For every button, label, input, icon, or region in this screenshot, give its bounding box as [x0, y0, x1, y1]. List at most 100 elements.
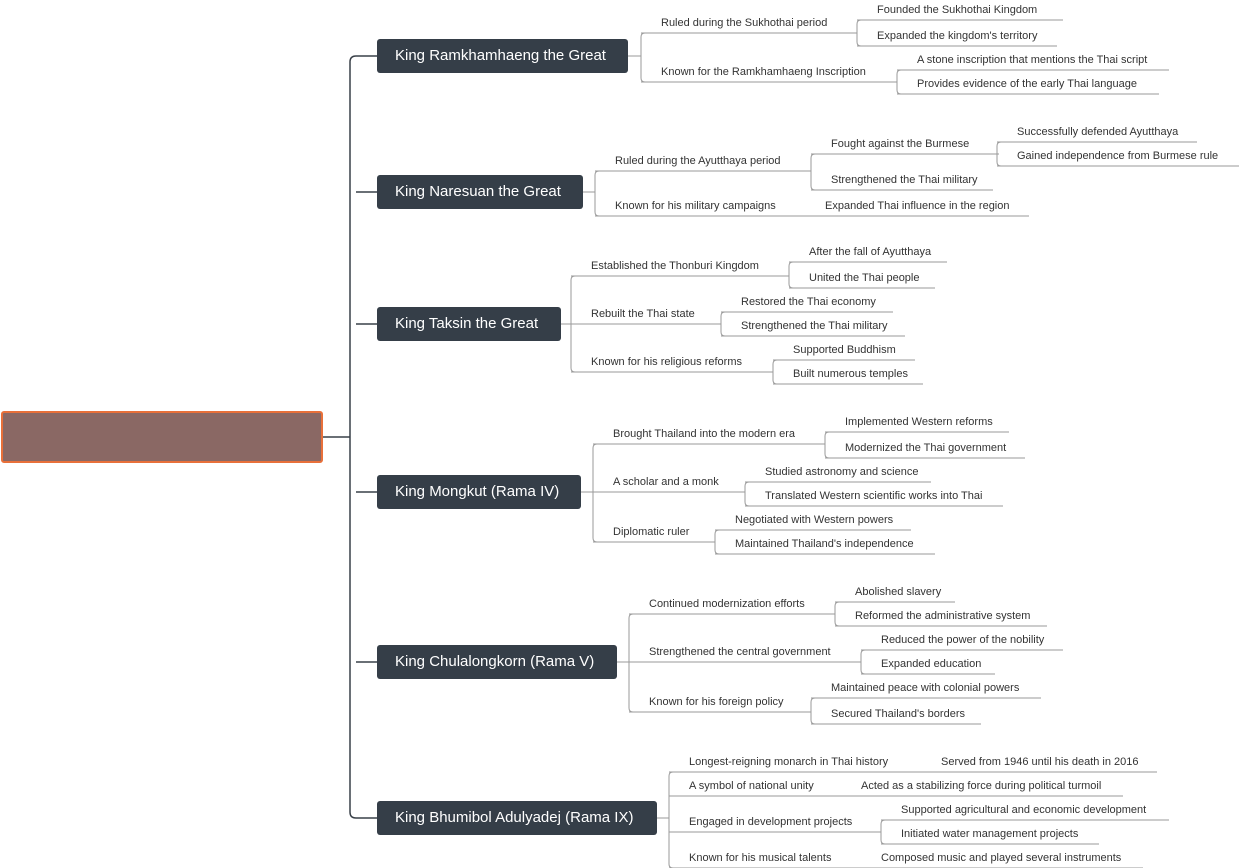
connector-curve: [788, 276, 794, 289]
subtopic[interactable]: A scholar and a monk: [613, 476, 719, 488]
detail-topic[interactable]: Gained independence from Burmese rule: [1017, 150, 1219, 162]
detail-topic[interactable]: Supported agricultural and economic deve…: [901, 804, 1147, 816]
king-topic[interactable]: King Bhumibol Adulyadej (Rama IX): [377, 801, 657, 835]
connector-curve: [834, 601, 840, 614]
detail-topic[interactable]: Founded the Sukhothai Kingdom: [877, 4, 1038, 16]
detail-topic[interactable]: Strengthened the Thai military: [831, 174, 978, 186]
detail-topic[interactable]: Expanded Thai influence in the region: [825, 200, 1010, 212]
detail-topic[interactable]: Reduced the power of the nobility: [881, 634, 1045, 646]
detail-topic[interactable]: Expanded education: [881, 658, 982, 670]
connector-curve: [896, 82, 902, 95]
detail-topic[interactable]: Maintained Thailand's independence: [735, 538, 914, 550]
connector-curve: [640, 56, 646, 83]
connector-curve: [834, 614, 840, 627]
detail-topic[interactable]: Served from 1946 until his death in 2016: [941, 756, 1139, 768]
detail-topic[interactable]: Negotiated with Western powers: [735, 514, 894, 526]
connector-curve: [860, 649, 866, 662]
connector-curve: [720, 324, 726, 337]
connector-curve: [668, 771, 674, 818]
subtopic[interactable]: Diplomatic ruler: [613, 526, 690, 538]
subtopic[interactable]: Strengthened the central government: [649, 646, 831, 658]
connector-curve: [810, 697, 816, 712]
king-topic[interactable]: King Ramkhamhaeng the Great: [377, 39, 628, 73]
connector-curve: [640, 32, 646, 56]
detail-topic[interactable]: Supported Buddhism: [793, 344, 896, 356]
detail-topic[interactable]: Restored the Thai economy: [741, 296, 876, 308]
detail-topic[interactable]: Reformed the administrative system: [855, 610, 1031, 622]
connector-curve: [592, 492, 598, 543]
detail-topic[interactable]: Studied astronomy and science: [765, 466, 919, 478]
detail-topic[interactable]: Secured Thailand's borders: [831, 708, 965, 720]
subtopic[interactable]: Established the Thonburi Kingdom: [591, 260, 759, 272]
subtopic[interactable]: Longest-reigning monarch in Thai history: [689, 756, 889, 768]
connector-curve: [860, 662, 866, 675]
detail-topic[interactable]: After the fall of Ayutthaya: [809, 246, 932, 258]
subtopic[interactable]: Engaged in development projects: [689, 816, 853, 828]
detail-topic[interactable]: Maintained peace with colonial powers: [831, 682, 1020, 694]
connector-curve: [349, 55, 357, 812]
connector-curve: [824, 444, 830, 459]
connector-curve: [856, 19, 862, 33]
subtopic[interactable]: Continued modernization efforts: [649, 598, 805, 610]
connector-curve: [744, 492, 750, 507]
detail-topic[interactable]: Built numerous temples: [793, 368, 908, 380]
subtopic[interactable]: Known for his military campaigns: [615, 200, 776, 212]
connector-curve: [349, 811, 357, 819]
detail-topic[interactable]: Expanded the kingdom's territory: [877, 30, 1038, 42]
subtopic[interactable]: Known for the Ramkhamhaeng Inscription: [661, 66, 866, 78]
connector-curve: [594, 170, 600, 192]
subtopic[interactable]: Rebuilt the Thai state: [591, 308, 695, 320]
connector-curve: [880, 819, 886, 832]
connector-curve: [810, 153, 816, 171]
connector-curve: [788, 261, 794, 276]
connector-curve: [896, 69, 902, 82]
root-topic[interactable]: [1, 411, 323, 463]
connector-curve: [772, 372, 778, 385]
connector-curve: [668, 818, 674, 868]
connector-curve: [594, 192, 600, 217]
detail-topic[interactable]: Acted as a stabilizing force during poli…: [861, 780, 1102, 792]
subtopic[interactable]: Brought Thailand into the modern era: [613, 428, 796, 440]
connector-curve: [570, 324, 576, 373]
detail-topic[interactable]: Fought against the Burmese: [831, 138, 970, 150]
detail-topic[interactable]: Strengthened the Thai military: [741, 320, 888, 332]
connector-curve: [720, 311, 726, 324]
subtopic[interactable]: Known for his musical talents: [689, 852, 832, 864]
detail-topic[interactable]: Composed music and played several instru…: [881, 852, 1122, 864]
connector-curve: [714, 529, 720, 542]
detail-topic[interactable]: Initiated water management projects: [901, 828, 1079, 840]
connector-curve: [628, 613, 634, 662]
king-topic[interactable]: King Mongkut (Rama IV): [377, 475, 581, 509]
subtopic[interactable]: Known for his religious reforms: [591, 356, 743, 368]
subtopic[interactable]: A symbol of national unity: [689, 780, 814, 792]
detail-topic[interactable]: United the Thai people: [809, 272, 920, 284]
connector-curve: [628, 662, 634, 713]
connector-curve: [856, 33, 862, 47]
connector-curve: [772, 359, 778, 372]
connector-curve: [714, 542, 720, 555]
king-topic[interactable]: King Chulalongkorn (Rama V): [377, 645, 617, 679]
detail-topic[interactable]: Implemented Western reforms: [845, 416, 993, 428]
connector-curve: [824, 431, 830, 444]
subtopic[interactable]: Ruled during the Sukhothai period: [661, 17, 828, 29]
subtopic[interactable]: Ruled during the Ayutthaya period: [615, 155, 781, 167]
connector-curve: [880, 832, 886, 845]
king-topic[interactable]: King Naresuan the Great: [377, 175, 583, 209]
detail-topic[interactable]: Successfully defended Ayutthaya: [1017, 126, 1179, 138]
connector-curve: [810, 712, 816, 725]
subtopic[interactable]: Known for his foreign policy: [649, 696, 784, 708]
connector-curve: [996, 154, 1002, 167]
king-topic[interactable]: King Taksin the Great: [377, 307, 561, 341]
detail-topic[interactable]: Abolished slavery: [855, 586, 942, 598]
connector-curve: [592, 443, 598, 492]
connector-curve: [810, 171, 816, 191]
detail-topic[interactable]: A stone inscription that mentions the Th…: [917, 54, 1148, 66]
connector-curve: [744, 481, 750, 492]
connector-curve: [996, 141, 1002, 154]
detail-topic[interactable]: Translated Western scientific works into…: [765, 490, 983, 502]
detail-topic[interactable]: Modernized the Thai government: [845, 442, 1007, 454]
detail-topic[interactable]: Provides evidence of the early Thai lang…: [917, 78, 1137, 90]
connector-curve: [570, 275, 576, 324]
